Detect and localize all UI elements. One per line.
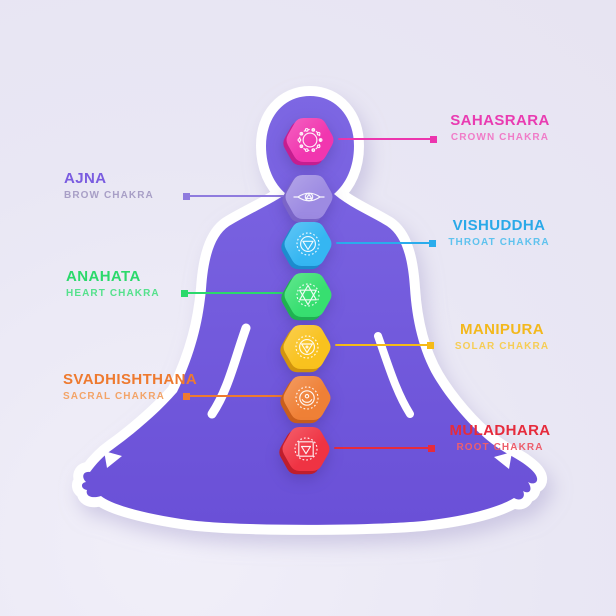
chakra-subtitle: THROAT CHAKRA [448, 236, 550, 248]
heart-mandala-icon [296, 283, 320, 307]
arm-body-gap-left [207, 323, 251, 419]
chakra-title: MULADHARA [449, 422, 551, 439]
connector-endpoint-manipura [426, 341, 434, 349]
chakra-subtitle: SACRAL CHAKRA [63, 390, 165, 402]
third-eye-icon [293, 192, 325, 202]
connector-line-ajna [186, 195, 284, 197]
chakra-subtitle: ROOT CHAKRA [456, 441, 544, 453]
connector-line-sahasrara [338, 138, 433, 140]
connector-endpoint-vishuddha [428, 239, 436, 247]
label-muladhara: MULADHARA ROOT CHAKRA [437, 422, 563, 453]
label-vishuddha: VISHUDDHA THROAT CHAKRA [438, 217, 560, 248]
connector-line-vishuddha [336, 242, 432, 244]
solar-mandala-icon [295, 335, 319, 359]
connector-endpoint-ajna [182, 192, 190, 200]
chakra-title: VISHUDDHA [452, 217, 546, 234]
label-sahasrara: SAHASRARA CROWN CHAKRA [440, 112, 560, 143]
chakra-subtitle: CROWN CHAKRA [450, 131, 550, 143]
connector-line-muladhara [334, 447, 431, 449]
badge-ajna [282, 175, 333, 223]
badge-muladhara [279, 427, 330, 475]
chakra-title: MANIPURA [459, 321, 545, 338]
connector-endpoint-muladhara [427, 444, 435, 452]
connector-endpoint-sahasrara [429, 135, 437, 143]
badge-sahasrara [283, 118, 334, 166]
chakra-title: AJNA [64, 170, 107, 187]
badge-vishuddha [281, 222, 332, 270]
label-ajna: AJNA BROW CHAKRA [64, 170, 224, 201]
badge-svadhishthana [280, 376, 331, 424]
sacral-mandala-icon [295, 386, 319, 410]
chakra-subtitle: HEART CHAKRA [66, 287, 160, 299]
chakra-subtitle: BROW CHAKRA [64, 189, 154, 201]
chakra-title: SAHASRARA [450, 112, 550, 129]
chakra-title: SVADHISHTHANA [63, 371, 198, 388]
label-svadhishthana: SVADHISHTHANA SACRAL CHAKRA [63, 371, 233, 402]
hand-mudra-notch-left [104, 451, 122, 468]
badge-manipura [280, 325, 331, 373]
hand-mudra-notch-right [494, 452, 512, 469]
badge-anahata [281, 273, 332, 321]
connector-endpoint-svadhishthana [182, 392, 190, 400]
connector-line-anahata [184, 292, 283, 294]
throat-mandala-icon [296, 232, 320, 256]
root-mandala-icon [294, 437, 318, 461]
label-manipura: MANIPURA SOLAR CHAKRA [442, 321, 562, 352]
chakra-subtitle: SOLAR CHAKRA [454, 340, 550, 352]
crown-mandala-icon [297, 128, 323, 152]
label-anahata: ANAHATA HEART CHAKRA [66, 268, 226, 299]
connector-endpoint-anahata [180, 289, 188, 297]
connector-line-manipura [335, 344, 430, 346]
chakra-title: ANAHATA [66, 268, 141, 285]
connector-line-svadhishthana [186, 395, 283, 397]
